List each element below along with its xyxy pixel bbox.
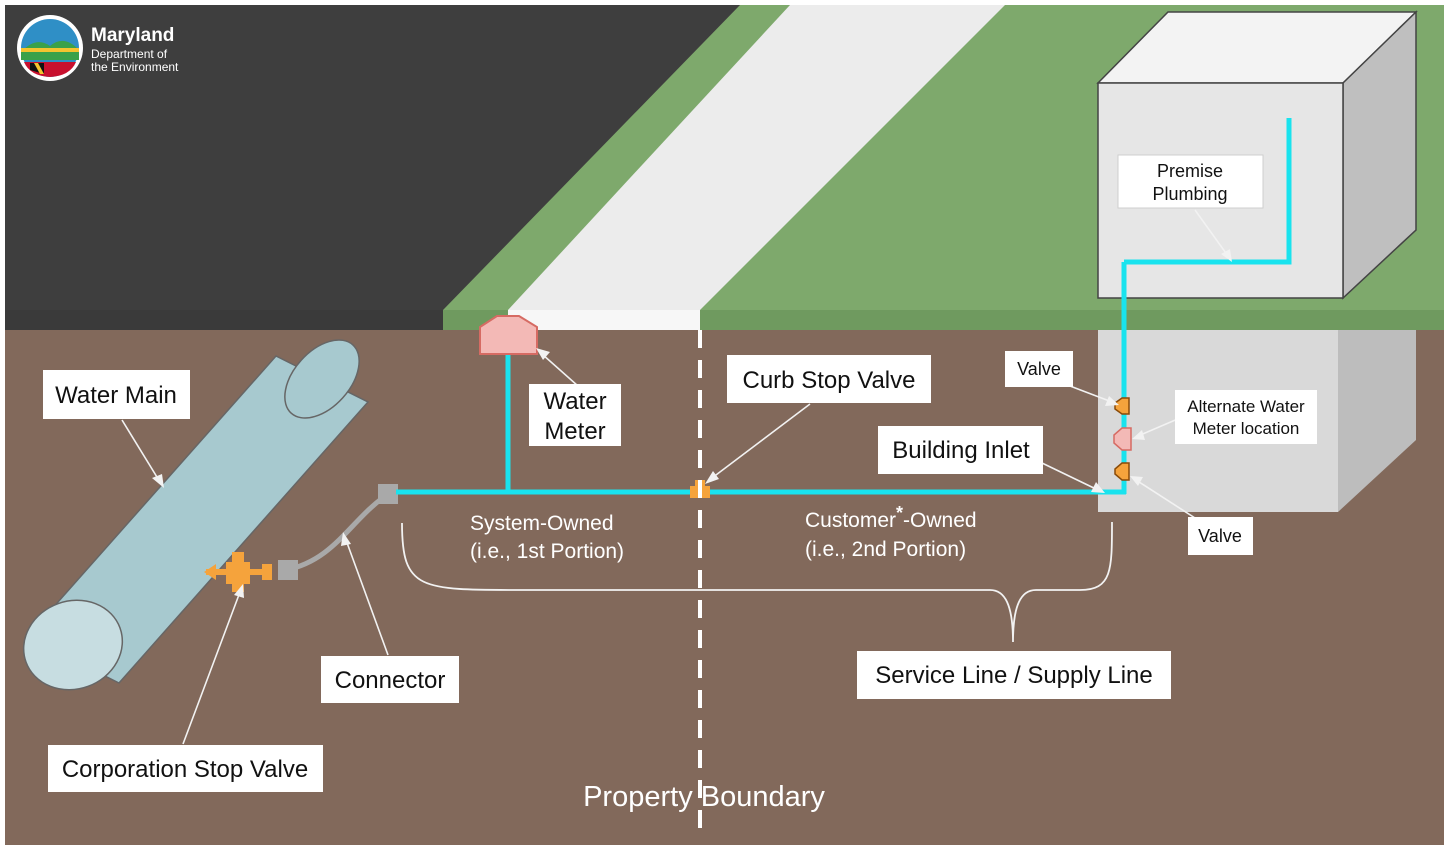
alternate-meter-icon <box>1113 427 1132 451</box>
svg-text:Valve: Valve <box>1017 359 1061 379</box>
svg-text:Alternate Water: Alternate Water <box>1187 397 1305 416</box>
customer-owned-label: Customer*-Owned (i.e., 2nd Portion) <box>805 503 977 561</box>
svg-text:Curb Stop Valve: Curb Stop Valve <box>743 367 916 394</box>
connector-fitting-main <box>278 560 298 580</box>
organization-name: Maryland <box>91 25 174 46</box>
organization-line3: the Environment <box>91 60 179 74</box>
building-inlet-label: Building Inlet <box>878 426 1043 474</box>
alternate-meter-label: Alternate Water Meter location <box>1175 390 1317 444</box>
service-line-label: Service Line / Supply Line <box>857 651 1171 699</box>
svg-text:(i.e., 1st Portion): (i.e., 1st Portion) <box>470 540 624 563</box>
valve-upper-label: Valve <box>1005 351 1073 387</box>
premise-plumbing-pipe <box>1124 118 1292 265</box>
svg-text:Premise: Premise <box>1157 161 1223 181</box>
svg-text:Customer*-Owned: Customer*-Owned <box>805 503 977 532</box>
premise-plumbing-label: Premise Plumbing <box>1117 154 1264 209</box>
valve-lower-label: Valve <box>1188 517 1253 555</box>
water-meter-icon <box>479 315 538 355</box>
leader-arrows <box>121 209 1232 745</box>
property-boundary-label: Property Boundary <box>583 781 825 813</box>
svg-text:System-Owned: System-Owned <box>470 512 614 535</box>
basement-side-wall <box>1338 330 1416 512</box>
water-main <box>22 339 370 691</box>
svg-text:Building Inlet: Building Inlet <box>892 437 1030 464</box>
grass-edge-right <box>700 310 1444 330</box>
system-owned-label: System-Owned (i.e., 1st Portion) <box>470 512 624 563</box>
mde-logo: Maryland Department of the Environment <box>17 15 179 81</box>
lower-valve-icon <box>1114 462 1130 481</box>
svg-text:Service Line / Supply Line: Service Line / Supply Line <box>875 662 1153 689</box>
connector-fitting-service <box>378 484 398 504</box>
water-main-front-end <box>22 599 124 691</box>
svg-text:Valve: Valve <box>1198 526 1242 546</box>
corporation-stop-valve-label: Corporation Stop Valve <box>48 745 323 792</box>
connector-pipe <box>285 491 390 573</box>
svg-text:Meter location: Meter location <box>1193 419 1300 438</box>
svg-text:Plumbing: Plumbing <box>1152 184 1227 204</box>
connector-label: Connector <box>321 656 459 703</box>
water-main-top-cap <box>284 339 360 419</box>
service-line-brace <box>401 521 1113 643</box>
organization-line2: Department of <box>91 47 168 61</box>
svg-text:Connector: Connector <box>335 667 446 694</box>
svg-text:Corporation Stop Valve: Corporation Stop Valve <box>62 756 308 783</box>
corporation-stop-valve-icon <box>204 552 272 592</box>
curb-stop-valve-label: Curb Stop Valve <box>727 355 931 403</box>
svg-text:Meter: Meter <box>544 418 605 445</box>
svg-text:Water Main: Water Main <box>55 382 177 409</box>
svg-text:Water: Water <box>543 388 606 415</box>
svg-text:(i.e., 2nd Portion): (i.e., 2nd Portion) <box>805 538 966 561</box>
sidewalk-edge <box>508 310 700 330</box>
curb-road-edge <box>5 310 443 330</box>
water-meter-label: Water Meter <box>529 384 621 446</box>
sidewalk <box>508 5 1005 310</box>
water-main-label: Water Main <box>43 370 190 419</box>
